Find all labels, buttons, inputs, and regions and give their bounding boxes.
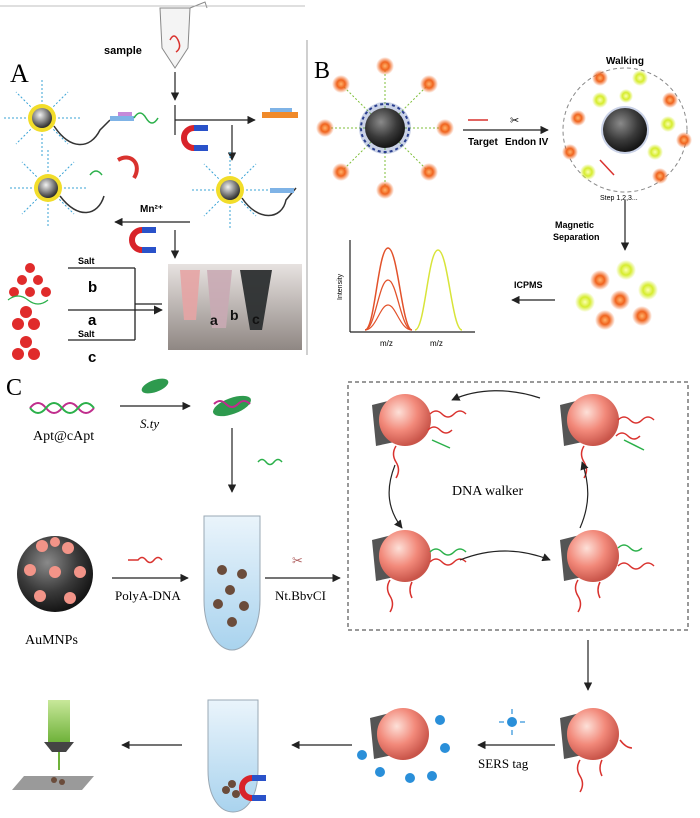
apt-capt-label: Apt@cApt <box>33 429 94 444</box>
icpms-label: ICPMS <box>514 280 543 290</box>
polya-label: PolyA-DNA <box>115 588 181 603</box>
mz-label-2: m/z <box>430 339 443 348</box>
separation-label: Separation <box>553 232 600 242</box>
intensity-label: Intensity <box>337 273 344 300</box>
bracket-lines <box>68 267 163 341</box>
sers-labeled-particle <box>357 708 450 783</box>
sers-tag-icon <box>499 709 525 735</box>
walker-particle-2 <box>560 394 655 479</box>
aggregation-states <box>7 263 51 360</box>
salt-label-top: Salt <box>78 256 95 266</box>
released-capt-strand <box>257 458 283 466</box>
sample-label: sample <box>104 45 142 57</box>
vial-a-label: a <box>210 312 218 328</box>
walker-arrow-right <box>579 461 589 529</box>
sers-tag-label: SERS tag <box>478 756 529 771</box>
panel-a-letter: A <box>10 59 29 88</box>
probe-particle-right <box>192 152 297 228</box>
panel-a: A sample <box>4 1 302 366</box>
b-label: b <box>88 279 97 296</box>
apt-capt-dna <box>29 402 95 414</box>
walker-arrow-bottom <box>459 550 551 562</box>
walker-particle-1 <box>372 394 467 479</box>
walking-particle <box>562 67 692 193</box>
endon-label: Endon IV <box>505 137 549 148</box>
icpms-plot <box>349 240 475 333</box>
au-probe <box>316 57 454 199</box>
sample-tube-icon <box>159 1 208 69</box>
panel-c: C Apt@cApt S.ty AuMNPs <box>6 375 689 813</box>
magnet-icon <box>181 125 208 151</box>
released-strand <box>262 108 298 118</box>
walker-arrow-top <box>451 390 541 401</box>
walker-particle-4 <box>560 530 655 613</box>
panel-b-letter: B <box>314 58 330 84</box>
a-label: a <box>88 312 97 329</box>
polya-dna-icon <box>128 556 163 564</box>
released-tags <box>575 260 658 330</box>
bound-bacteria-icon <box>213 395 251 417</box>
walking-label: Walking <box>606 56 644 67</box>
c-label: c <box>88 349 96 366</box>
final-particle <box>560 708 633 793</box>
target-label: Target <box>468 137 498 148</box>
step-label: Step 1,2,3... <box>600 195 638 202</box>
scissors-icon-c: ✂ <box>292 553 303 568</box>
raman-detector-icon <box>12 700 94 790</box>
dna-walker-box <box>347 381 689 631</box>
bacteria-icon <box>141 378 169 394</box>
panel-c-letter: C <box>6 375 22 401</box>
aumnps-label: AuMNPs <box>25 633 78 648</box>
magnetic-label: Magnetic <box>555 220 594 230</box>
magnet-tube <box>207 699 266 813</box>
mz-label-1: m/z <box>380 339 393 348</box>
magnet-icon-2 <box>129 227 156 253</box>
probe-particle-left <box>10 150 139 226</box>
salt-label-bottom: Salt <box>78 329 95 339</box>
dna-walker-label: DNA walker <box>452 484 523 499</box>
vials-photo <box>168 264 302 350</box>
walker-arrow-left <box>388 464 403 529</box>
sty-label: S.ty <box>140 416 159 431</box>
reaction-tube <box>203 515 261 651</box>
mn-label: Mn²⁺ <box>140 204 163 215</box>
probe-particle-top <box>4 80 159 156</box>
vial-b-label: b <box>230 307 239 323</box>
scissors-icon: ✂ <box>510 115 519 127</box>
nt-label: Nt.BbvCI <box>275 588 326 603</box>
aumnps-particle <box>17 536 93 612</box>
walker-particle-3 <box>372 530 467 613</box>
vial-c-label: c <box>252 311 260 327</box>
panel-b: B ✂ Target Endon IV <box>314 56 692 348</box>
